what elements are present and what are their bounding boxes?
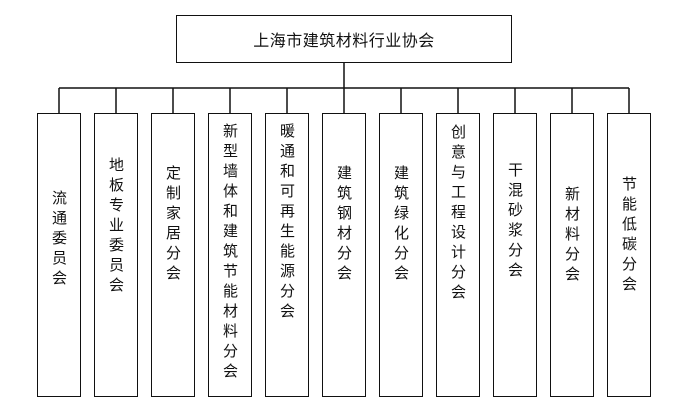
- branch-node-label: 流通委员会: [50, 190, 68, 290]
- branch-node-design: 创意与工程设计分会: [436, 113, 480, 397]
- branch-node-wall-materials: 新型墙体和建筑节能材料分会: [208, 113, 252, 397]
- branch-node-steel: 建筑钢材分会: [322, 113, 366, 397]
- root-node-box: 上海市建筑材料行业协会: [176, 15, 512, 63]
- branch-node-label: 暖通和可再生能源分会: [278, 123, 296, 323]
- branch-node-label: 新材料分会: [563, 186, 581, 286]
- branch-node-hvac-renewable: 暖通和可再生能源分会: [265, 113, 309, 397]
- branch-node-label: 地板专业委员会: [107, 157, 125, 297]
- branch-node-label: 建筑绿化分会: [392, 165, 410, 285]
- root-node-label: 上海市建筑材料行业协会: [253, 31, 435, 50]
- branch-node-new-materials: 新材料分会: [550, 113, 594, 397]
- branch-node-label: 节能低碳分会: [620, 176, 638, 296]
- branch-node-label: 建筑钢材分会: [335, 165, 353, 285]
- branch-node-custom-home: 定制家居分会: [151, 113, 195, 397]
- branch-node-mortar: 干混砂浆分会: [493, 113, 537, 397]
- branch-node-flooring: 地板专业委员会: [94, 113, 138, 397]
- branch-node-logistics: 流通委员会: [37, 113, 81, 397]
- branch-node-low-carbon: 节能低碳分会: [607, 113, 651, 397]
- branch-node-label: 干混砂浆分会: [506, 162, 524, 282]
- branch-node-label: 定制家居分会: [164, 165, 182, 285]
- branch-node-label: 创意与工程设计分会: [449, 124, 467, 304]
- branch-node-greening: 建筑绿化分会: [379, 113, 423, 397]
- branch-node-label: 新型墙体和建筑节能材料分会: [221, 123, 239, 383]
